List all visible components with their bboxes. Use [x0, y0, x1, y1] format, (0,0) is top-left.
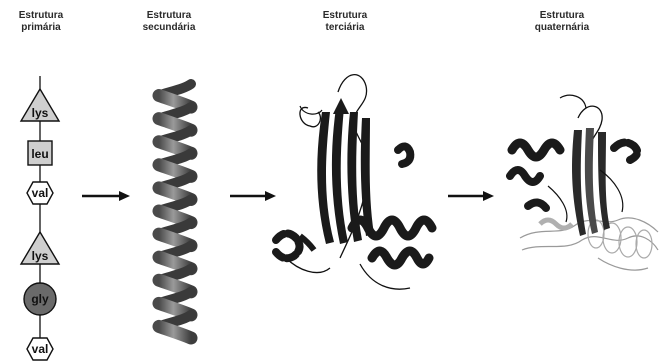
residue-leu: leu [28, 141, 52, 165]
tertiary-helix-small [398, 146, 410, 164]
beta-strand-1 [317, 112, 334, 244]
residue-label: lys [32, 249, 49, 263]
arrow-tertiary-to-quaternary [448, 191, 494, 201]
secondary-alpha-helix [159, 84, 191, 338]
residue-label: val [32, 342, 49, 356]
tertiary-helix-right [352, 220, 432, 265]
light-subunit [520, 218, 658, 270]
residue-val-2: val [27, 338, 53, 360]
residue-lys-2: lys [21, 232, 59, 264]
helix-turn-front [159, 326, 191, 338]
residue-label: val [32, 186, 49, 200]
tertiary-helix-left [276, 233, 300, 258]
arrow-primary-to-secondary [82, 191, 130, 201]
dark-subunit [510, 95, 637, 236]
arrow-secondary-to-tertiary [230, 191, 276, 201]
tertiary-structure-ribbon [276, 75, 432, 289]
residue-label: leu [31, 147, 48, 161]
primary-structure-chain: lys leu val lys gly val [21, 76, 59, 360]
quaternary-structure [510, 95, 658, 270]
loop-bottom [360, 264, 410, 289]
residue-label: lys [32, 106, 49, 120]
residue-gly: gly [24, 283, 56, 315]
residue-label: gly [31, 292, 49, 306]
beta-strand-2 [332, 108, 348, 244]
residue-lys-1: lys [21, 89, 59, 121]
beta-strand-2-arrowhead [333, 98, 349, 114]
residue-val-1: val [27, 182, 53, 204]
